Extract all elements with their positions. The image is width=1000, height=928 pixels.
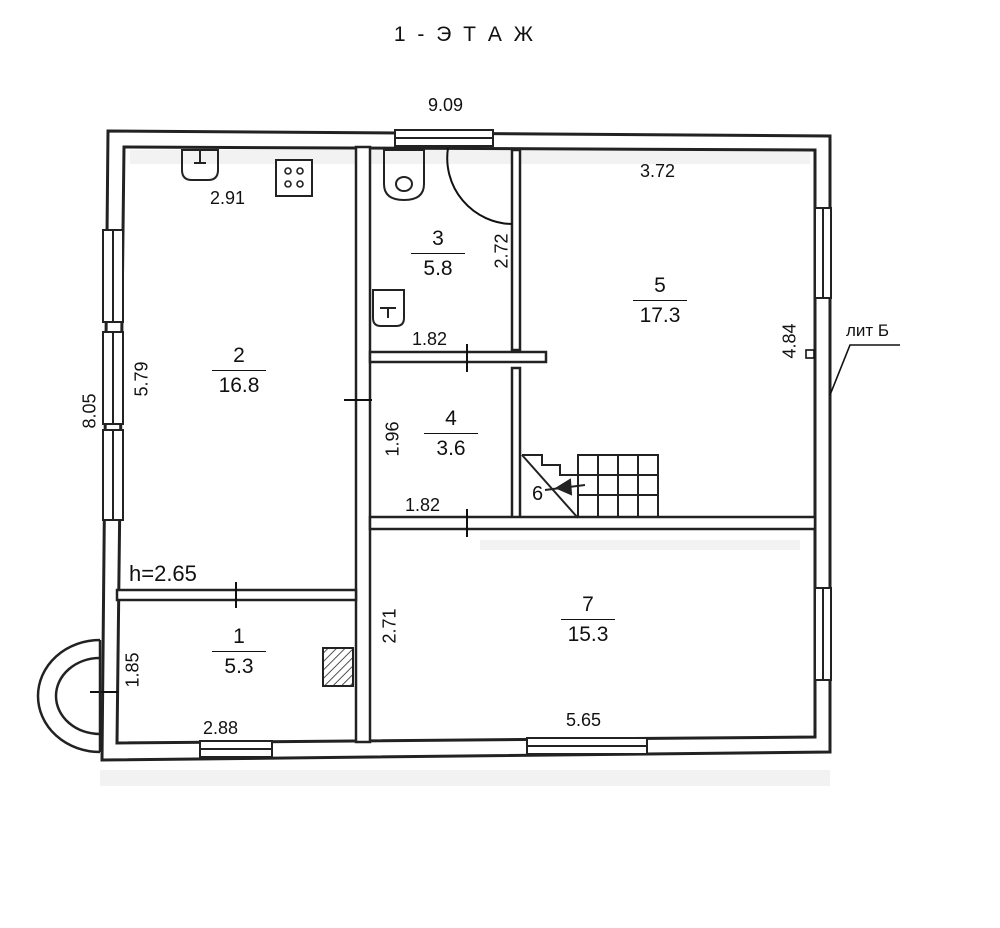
room-7-area: 15.3 (561, 619, 615, 647)
washbasin-icon (372, 289, 405, 327)
floor-title: 1 - Э Т А Ж (393, 23, 537, 46)
dim-room4-width: 1.82 (405, 495, 441, 515)
dim-total-height: 8.05 (79, 393, 100, 429)
room-1-number: 1 (233, 625, 245, 648)
stove-icon (275, 159, 313, 197)
door-marks (90, 344, 468, 693)
room-4-label: 4 3.6 (406, 406, 496, 461)
dim-room3-height: 2.72 (491, 233, 512, 269)
room-5-label: 5 17.3 (615, 273, 705, 328)
room-5-area: 17.3 (633, 300, 687, 328)
room-1-area: 5.3 (212, 651, 266, 679)
room-6-number: 6 (532, 483, 544, 505)
stairs-icon (521, 454, 659, 519)
dim-total-width: 9.09 (428, 95, 464, 115)
annex-label: лит Б (846, 321, 890, 340)
dim-room1-width: 2.88 (203, 718, 239, 738)
dim-room5-height: 4.84 (779, 323, 800, 359)
sink-icon (181, 149, 219, 181)
room-3-number: 3 (432, 227, 444, 250)
room-7-number: 7 (582, 593, 594, 616)
dim-room7-width: 5.65 (566, 710, 602, 730)
annex-leader (805, 344, 900, 396)
windows (102, 129, 832, 758)
room-7-label: 7 15.3 (543, 592, 633, 647)
room-1-label: 1 5.3 (194, 624, 284, 679)
dim-room4-height: 1.96 (382, 421, 403, 457)
room-4-number: 4 (445, 407, 457, 430)
room-3-label: 3 5.8 (393, 226, 483, 281)
dim-room3-width: 1.82 (412, 329, 448, 349)
dim-room5-width: 3.72 (640, 161, 676, 181)
room-2-number: 2 (233, 344, 245, 367)
door-swing-icon (446, 147, 513, 225)
dim-porch-height: 1.85 (122, 652, 143, 688)
dim-room2-height: 5.79 (131, 361, 152, 397)
room-5-number: 5 (654, 274, 666, 297)
room-4-area: 3.6 (424, 433, 478, 461)
ceiling-height-label: h=2.65 (129, 561, 197, 586)
room-3-area: 5.8 (411, 253, 465, 281)
porch (36, 638, 102, 754)
toilet-icon (383, 149, 425, 202)
room-2-area: 16.8 (212, 370, 266, 398)
dim-room2-width: 2.91 (210, 188, 246, 208)
interior-walls (115, 145, 817, 744)
chimney-icon (322, 647, 354, 687)
outer-walls (100, 129, 832, 762)
dim-room7-height: 2.71 (379, 608, 400, 644)
room-2-label: 2 16.8 (194, 343, 284, 398)
